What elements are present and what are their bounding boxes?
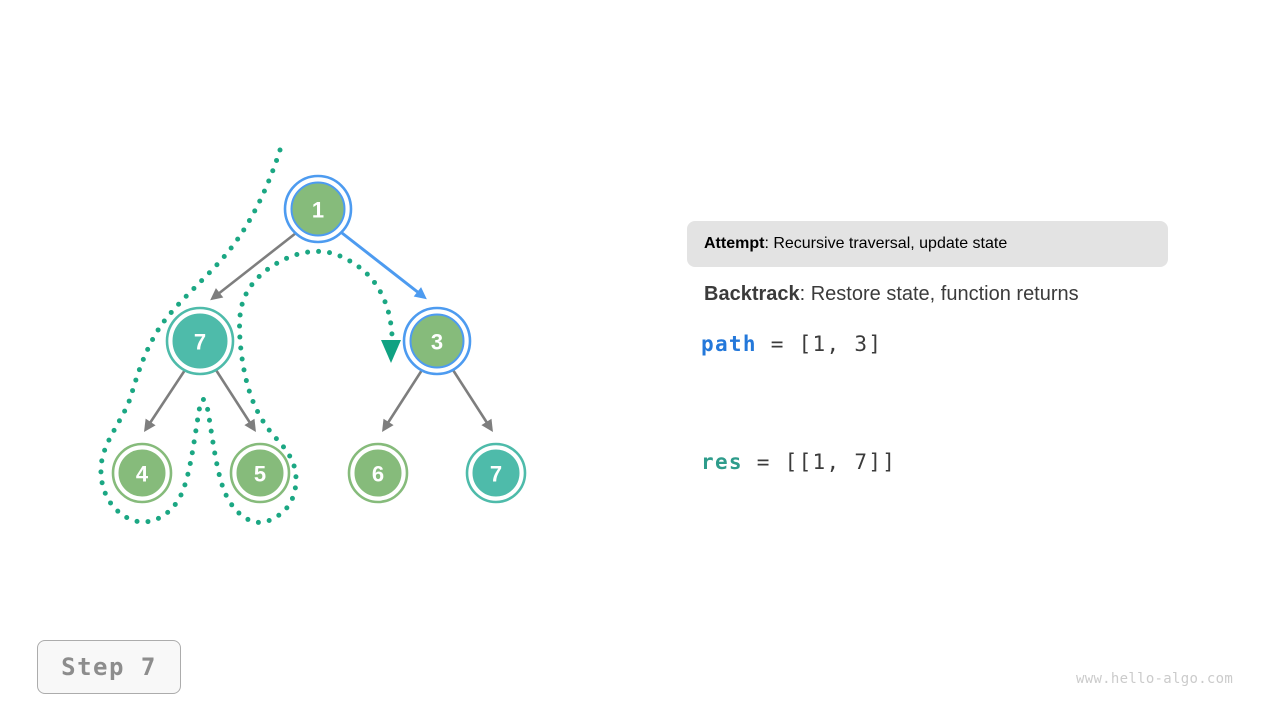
res-variable-name: res	[701, 450, 743, 474]
tree-node: 7	[165, 306, 235, 376]
traversal-dotted-path	[98, 147, 395, 525]
path-variable-value: = [1, 3]	[756, 332, 883, 356]
svg-text:3: 3	[431, 330, 443, 355]
tree-edge	[341, 231, 427, 300]
tree-node: 7	[465, 442, 527, 504]
tree-edge	[214, 369, 256, 433]
tree-node: 4	[111, 442, 173, 504]
attempt-label: Attempt	[704, 235, 765, 252]
backtrack-line: Backtrack: Restore state, function retur…	[704, 283, 1079, 305]
svg-text:7: 7	[490, 462, 502, 487]
backtrack-label: Backtrack	[704, 283, 800, 305]
step-indicator: Step 7	[37, 640, 181, 694]
tree-edge	[451, 369, 493, 433]
svg-text:6: 6	[372, 462, 384, 487]
svg-text:7: 7	[194, 330, 206, 355]
tree-edge	[210, 231, 297, 301]
svg-text:4: 4	[136, 462, 149, 487]
tree-svg: 1 7 3 4 5 6 7	[98, 147, 527, 525]
tree-edge	[382, 369, 424, 433]
path-variable-name: path	[701, 332, 757, 356]
path-variable-line: path = [1, 3]	[701, 332, 882, 356]
tree-node: 1	[283, 174, 353, 244]
step-label: Step 7	[61, 653, 157, 681]
watermark: www.hello-algo.com	[1076, 671, 1234, 687]
res-variable-line: res = [[1, 7]]	[701, 450, 896, 474]
tree-node: 3	[402, 306, 472, 376]
tree-edge	[144, 369, 187, 433]
svg-text:1: 1	[312, 198, 324, 223]
attempt-callout: Attempt: Recursive traversal, update sta…	[687, 221, 1168, 267]
attempt-text: Attempt: Recursive traversal, update sta…	[704, 235, 1008, 252]
tree-node: 6	[347, 442, 409, 504]
svg-text:5: 5	[254, 462, 266, 487]
res-variable-value: = [[1, 7]]	[742, 450, 897, 474]
tree-node: 5	[229, 442, 291, 504]
cursor-triangle-icon	[381, 340, 401, 363]
